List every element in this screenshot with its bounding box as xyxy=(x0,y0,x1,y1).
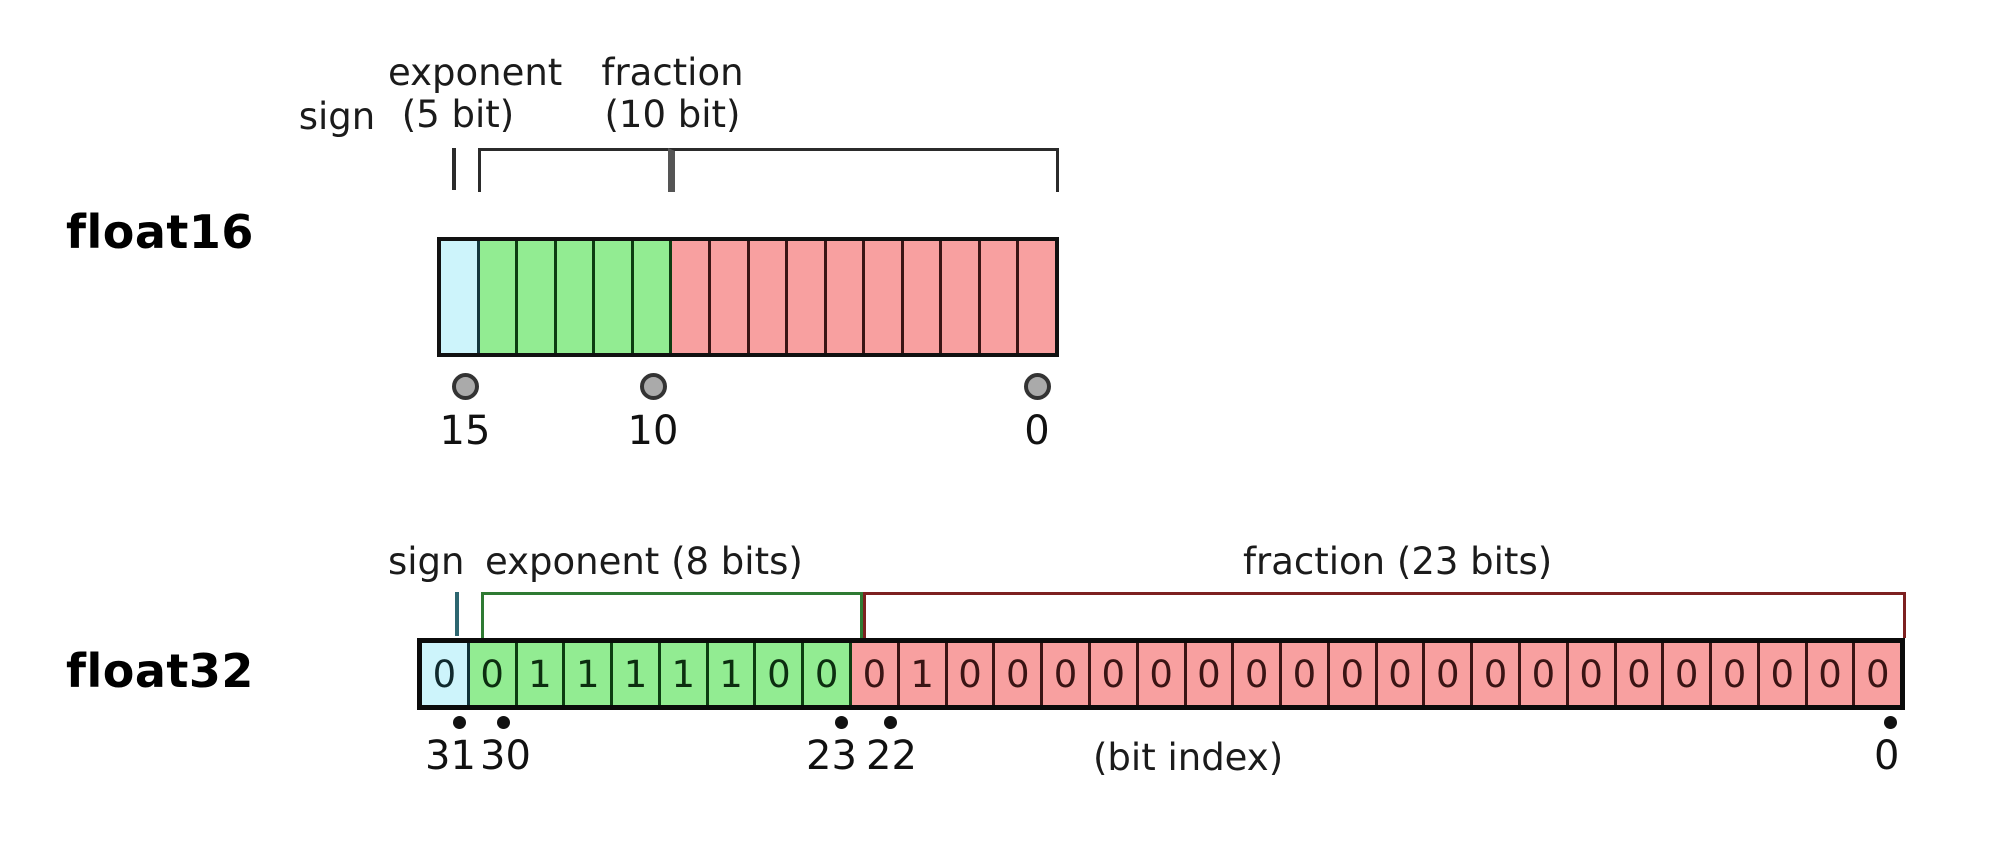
float32-dot-31 xyxy=(453,716,466,729)
float32-bit-cell-frac-29: 0 xyxy=(1807,643,1856,705)
float16-bit-cell-exp-3 xyxy=(556,241,596,353)
float32-bit-cell-frac-28: 0 xyxy=(1759,643,1808,705)
float16-bit-cell-sign-0 xyxy=(441,241,480,353)
float16-fraction-label-line2: (10 bit) xyxy=(604,92,741,136)
float16-bit-cell-frac-7 xyxy=(710,241,750,353)
float16-bit-cell-frac-9 xyxy=(788,241,827,353)
float16-bit-cell-frac-13 xyxy=(942,241,981,353)
float32-bit-cell-frac-15: 0 xyxy=(1138,643,1187,705)
float16-title: float16 xyxy=(66,205,254,259)
float32-dot-30 xyxy=(497,716,510,729)
float32-index-22: 22 xyxy=(866,733,917,779)
float32-bit-index-note: (bit index) xyxy=(1093,736,1284,779)
float16-bit-cell-frac-6 xyxy=(672,241,711,353)
float32-bit-cell-frac-24: 0 xyxy=(1568,643,1617,705)
float32-bit-cell-exp-4: 1 xyxy=(613,643,661,705)
float16-index-10: 10 xyxy=(627,408,679,454)
float32-bit-cell-frac-27: 0 xyxy=(1712,643,1760,705)
float32-bit-cell-frac-12: 0 xyxy=(995,643,1044,705)
float16-bit-cell-exp-5 xyxy=(633,241,673,353)
float16-fraction-label: fraction (10 bit) xyxy=(600,52,745,136)
float16-sign-bracket xyxy=(452,148,456,190)
float32-title: float32 xyxy=(66,644,254,698)
float16-index-15: 15 xyxy=(439,408,491,454)
float32-bit-cell-exp-3: 1 xyxy=(565,643,614,705)
float32-bit-cell-exp-1: 0 xyxy=(469,643,518,705)
float16-fraction-label-line1: fraction xyxy=(601,51,744,94)
float32-fraction-label: fraction (23 bits) xyxy=(1243,540,1553,583)
float32-bit-cell-frac-16: 0 xyxy=(1186,643,1235,705)
float32-bit-cell-frac-18: 0 xyxy=(1282,643,1330,705)
float16-bit-cell-frac-8 xyxy=(749,241,789,353)
float32-bit-cell-frac-23: 0 xyxy=(1520,643,1569,705)
float16-sign-label: sign xyxy=(298,95,376,138)
float16-bit-cell-frac-10 xyxy=(826,241,866,353)
float32-bit-cell-frac-19: 0 xyxy=(1329,643,1378,705)
float32-bit-cell-frac-21: 0 xyxy=(1425,643,1474,705)
float32-bit-cell-frac-22: 0 xyxy=(1473,643,1521,705)
float16-exponent-label: exponent (5 bit) xyxy=(388,51,563,136)
float16-bit-row xyxy=(437,237,1059,357)
float32-bit-cell-frac-25: 0 xyxy=(1616,643,1665,705)
float16-marker-15 xyxy=(452,373,479,400)
float32-bit-cell-exp-2: 1 xyxy=(517,643,566,705)
float16-exponent-label-line1: exponent xyxy=(388,51,563,94)
float32-index-30: 30 xyxy=(480,733,531,779)
float32-bit-cell-frac-10: 1 xyxy=(899,643,948,705)
float16-exponent-bracket xyxy=(478,148,671,192)
float16-index-0: 0 xyxy=(1024,408,1050,454)
float32-bit-cell-sign-0: 0 xyxy=(422,643,470,705)
float32-bit-cell-frac-26: 0 xyxy=(1664,643,1713,705)
float32-exponent-label: exponent (8 bits) xyxy=(485,540,803,583)
float16-bit-cell-exp-4 xyxy=(595,241,634,353)
float32-dot-23 xyxy=(835,716,848,729)
float32-dot-0 xyxy=(1884,716,1897,729)
float32-fraction-bracket xyxy=(863,592,1906,638)
float32-bit-cell-frac-20: 0 xyxy=(1377,643,1426,705)
float16-bit-cell-frac-15 xyxy=(1019,241,1055,353)
float16-bit-cell-frac-14 xyxy=(980,241,1020,353)
float32-bit-cell-exp-7: 0 xyxy=(756,643,805,705)
float32-bit-cell-frac-14: 0 xyxy=(1090,643,1139,705)
float16-marker-0 xyxy=(1024,373,1051,400)
float16-fraction-bracket xyxy=(668,148,1059,192)
float32-dot-22 xyxy=(884,716,897,729)
float16-bit-cell-frac-11 xyxy=(865,241,904,353)
float32-bit-cell-frac-11: 0 xyxy=(947,643,996,705)
float16-bit-cell-exp-2 xyxy=(518,241,557,353)
float32-index-31: 31 xyxy=(425,733,476,779)
float32-index-0: 0 xyxy=(1874,733,1900,779)
float32-bit-cell-frac-13: 0 xyxy=(1043,643,1091,705)
float16-marker-10 xyxy=(640,373,667,400)
float32-bit-cell-frac-9: 0 xyxy=(852,643,900,705)
float32-sign-label: sign xyxy=(388,540,465,583)
float32-bit-cell-frac-30: 0 xyxy=(1855,643,1901,705)
float32-bit-cell-exp-6: 1 xyxy=(708,643,757,705)
float32-bit-cell-exp-8: 0 xyxy=(804,643,853,705)
float16-bit-cell-frac-12 xyxy=(903,241,943,353)
float32-exponent-bracket xyxy=(481,592,863,638)
float16-exponent-label-line2: (5 bit) xyxy=(401,92,515,136)
float32-index-23: 23 xyxy=(806,733,857,779)
float32-bit-cell-exp-5: 1 xyxy=(660,643,709,705)
float32-bit-cell-frac-17: 0 xyxy=(1234,643,1283,705)
float16-bit-cell-exp-1 xyxy=(479,241,519,353)
float32-sign-bracket xyxy=(455,592,459,636)
